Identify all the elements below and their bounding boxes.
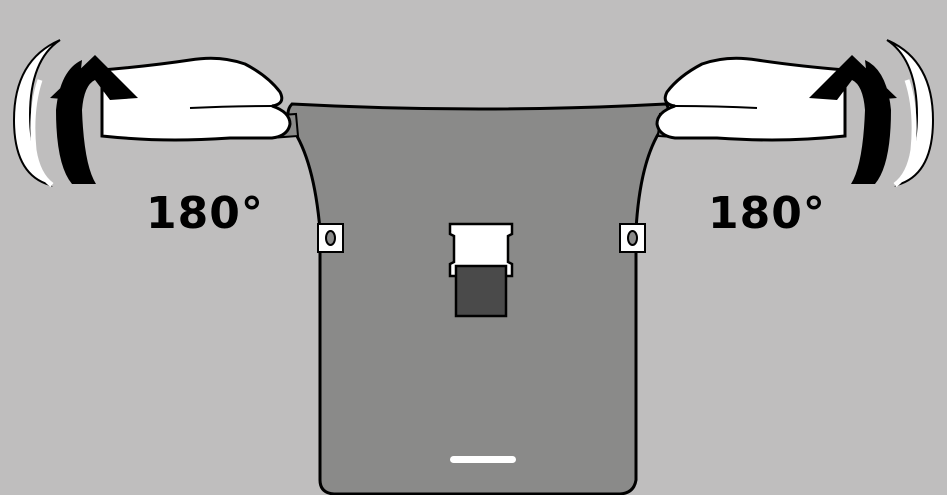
right-rotation-label: 180° [708,188,826,239]
bottom-slot [450,456,516,463]
right-hand-icon [655,56,847,142]
right-side-loop-hole [627,230,638,246]
left-rotation-label: 180° [146,188,264,239]
left-rotate-arrow-icon [12,39,138,188]
right-rotate-arrow-icon [809,39,935,188]
center-buckle [448,222,514,318]
left-side-loop-hole [325,230,336,246]
left-hand-icon [100,56,292,142]
